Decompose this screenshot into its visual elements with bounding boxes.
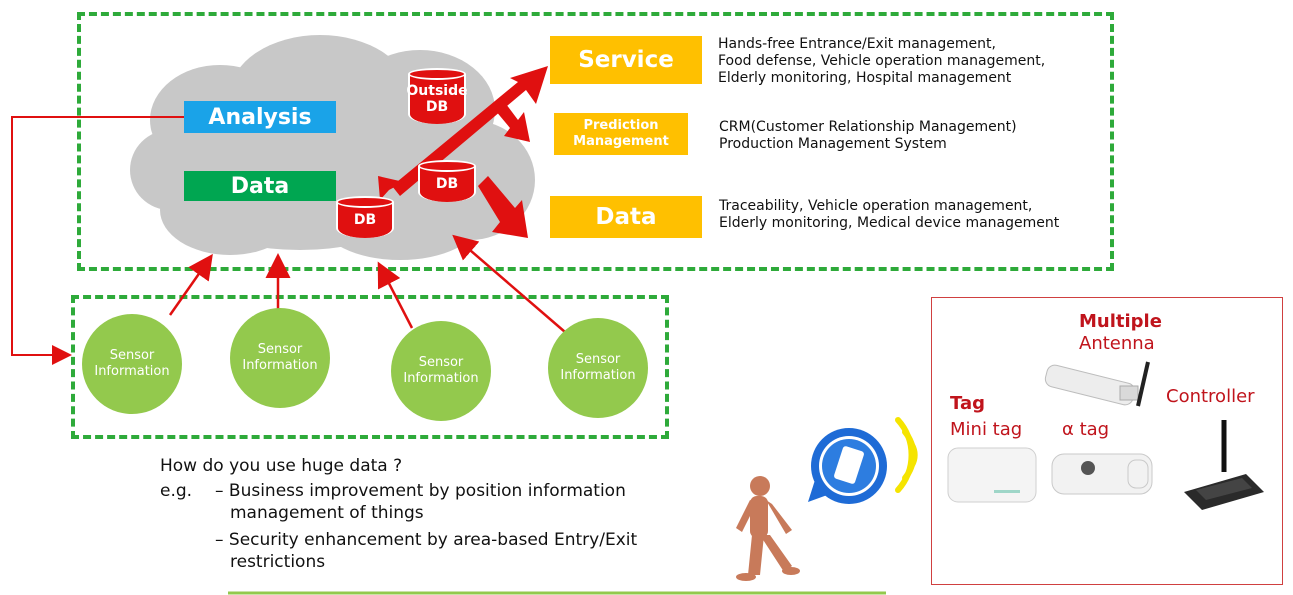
outside-db-label: Outside DB bbox=[406, 74, 468, 124]
analysis-label: Analysis bbox=[184, 101, 336, 133]
mini-tag-device-icon bbox=[947, 447, 1037, 503]
sensor-information-node: Sensor Information bbox=[230, 308, 330, 408]
cloud-shape bbox=[130, 35, 535, 260]
outside-db-icon: Outside DB bbox=[406, 68, 468, 124]
sensor-information-node: Sensor Information bbox=[82, 314, 182, 414]
controller-device-icon bbox=[1184, 420, 1264, 510]
sensor-information-node: Sensor Information bbox=[391, 321, 491, 421]
cloud-frame bbox=[77, 12, 1114, 271]
example-item: – Business improvement by position infor… bbox=[215, 481, 626, 523]
controller-label: Controller bbox=[1166, 386, 1255, 407]
data-service-box: Data bbox=[550, 196, 702, 238]
db-icon: DB bbox=[336, 196, 394, 238]
sensor-frame bbox=[71, 295, 669, 439]
sensor-information-node: Sensor Information bbox=[548, 318, 648, 418]
sensor-arrow bbox=[452, 234, 566, 333]
prediction-arrow bbox=[495, 100, 530, 142]
data-description: Traceability, Vehicle operation manageme… bbox=[719, 198, 1060, 231]
tag-bubble-icon bbox=[808, 428, 887, 504]
multiple-label: Multiple bbox=[1079, 311, 1162, 332]
example-item: – Security enhancement by area-based Ent… bbox=[215, 530, 638, 572]
wireless-icon bbox=[895, 417, 918, 493]
data-label: Data bbox=[184, 171, 336, 201]
mini-tag-label: Mini tag bbox=[950, 419, 1023, 440]
data-arrow bbox=[478, 176, 528, 238]
alpha-tag-device-icon bbox=[1051, 453, 1153, 495]
question-title: How do you use huge data ? bbox=[160, 456, 403, 476]
sensor-arrow bbox=[377, 261, 414, 329]
sensor-arrow bbox=[168, 253, 213, 316]
db-label: DB bbox=[336, 202, 394, 238]
antenna-device-icon bbox=[1044, 361, 1150, 407]
tag-label: Tag bbox=[950, 393, 985, 414]
antenna-label: Antenna bbox=[1079, 333, 1155, 354]
alpha-tag-label: α tag bbox=[1062, 419, 1110, 440]
walking-person-icon bbox=[736, 476, 800, 581]
prediction-description: CRM(Customer Relationship Management) Pr… bbox=[719, 119, 1017, 152]
service-description: Hands-free Entrance/Exit management, Foo… bbox=[718, 36, 1046, 86]
example-prefix: e.g. bbox=[160, 481, 193, 501]
service-box: Service bbox=[550, 36, 702, 84]
db-icon: DB bbox=[418, 160, 476, 202]
prediction-management-box: Prediction Management bbox=[554, 113, 688, 155]
db-label: DB bbox=[418, 166, 476, 202]
feedback-line bbox=[11, 116, 184, 365]
